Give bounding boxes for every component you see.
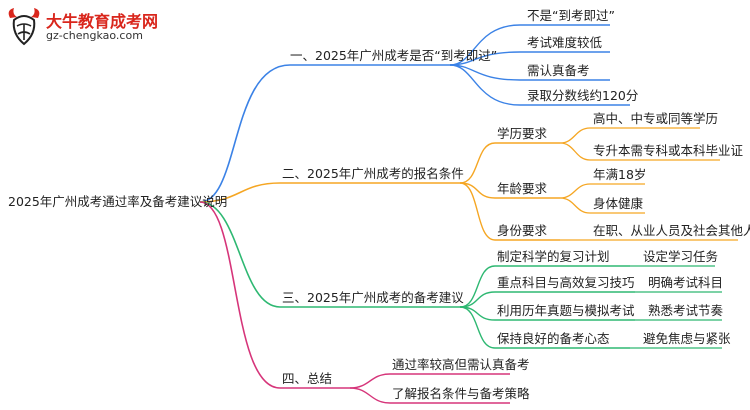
connector-b1-c3 <box>449 64 610 81</box>
connector-root-b4 <box>199 201 350 389</box>
connector-b4-c2 <box>349 387 510 404</box>
branch-3-item: 设定学习任务 <box>643 249 719 264</box>
connector-b2-g3 <box>459 182 560 241</box>
logo-title: 大牛教育成考网 <box>46 12 159 31</box>
branch-1-item: 考试难度较低 <box>527 35 603 50</box>
branch-3-group: 制定科学的复习计划 <box>497 249 610 264</box>
branch-4-item: 通过率较高但需认真备考 <box>392 357 530 372</box>
connector-b2-g2 <box>459 182 560 199</box>
branch-3-item: 避免焦虑与紧张 <box>643 331 731 346</box>
branch-2-item: 身体健康 <box>593 196 644 211</box>
branch-2-item: 在职、从业人员及社会其他人员 <box>593 223 750 238</box>
branch-1-item: 不是“到考即过” <box>527 8 615 23</box>
connector-b2-g1 <box>459 142 560 184</box>
branch-3-group: 利用历年真题与模拟考试 <box>497 303 635 318</box>
connector-b1-c4 <box>449 64 630 106</box>
branch-2-group: 学历要求 <box>497 126 548 141</box>
connector-root-b2 <box>199 182 460 203</box>
branch-2-item: 年满18岁 <box>593 167 647 182</box>
branch-1-label: 一、2025年广州成考是否“到考即过” <box>290 48 498 63</box>
connector-b2-g1-c2 <box>559 142 720 161</box>
site-logo: 大牛教育成考网 gz-chengkao.com <box>4 4 164 52</box>
connector-b1-c2 <box>449 51 610 66</box>
branch-3-group: 保持良好的备考心态 <box>497 331 610 346</box>
branch-3-item: 明确考试科目 <box>648 275 724 290</box>
connector-b3-g1 <box>459 265 630 308</box>
connector-root-b1 <box>199 64 450 203</box>
connector-b1-c1 <box>449 24 610 66</box>
branch-4-label: 四、总结 <box>282 371 333 386</box>
root-node: 2025年广州成考通过率及备考建议说明 <box>8 194 228 209</box>
connector-b4-c1 <box>349 373 510 389</box>
logo-url: gz-chengkao.com <box>46 29 143 42</box>
connector-b3-g2 <box>459 291 635 308</box>
branch-2-item: 高中、中专或同等学历 <box>593 111 719 126</box>
connector-root-b3 <box>199 201 460 308</box>
branch-1-item: 需认真备考 <box>527 63 590 78</box>
connector-b3-g4 <box>459 306 630 349</box>
bull-logo-icon <box>8 8 40 46</box>
connector-b2-g1-c1 <box>559 127 700 144</box>
branch-2-item: 专升本需专科或本科毕业证 <box>593 143 744 158</box>
branch-2-label: 二、2025年广州成考的报名条件 <box>282 166 464 181</box>
branch-2-group: 身份要求 <box>497 223 548 238</box>
connector-b2-g2-c1 <box>559 183 645 199</box>
branch-2-group: 年龄要求 <box>497 181 548 196</box>
branch-3-item: 熟悉考试节奏 <box>648 303 724 318</box>
branch-1-item: 录取分数线约120分 <box>527 88 639 103</box>
branch-3-label: 三、2025年广州成考的备考建议 <box>282 290 464 305</box>
branch-3-group: 重点科目与高效复习技巧 <box>497 275 635 290</box>
connector-b2-g2-c2 <box>559 197 645 214</box>
branch-4-item: 了解报名条件与备考策略 <box>392 386 530 401</box>
